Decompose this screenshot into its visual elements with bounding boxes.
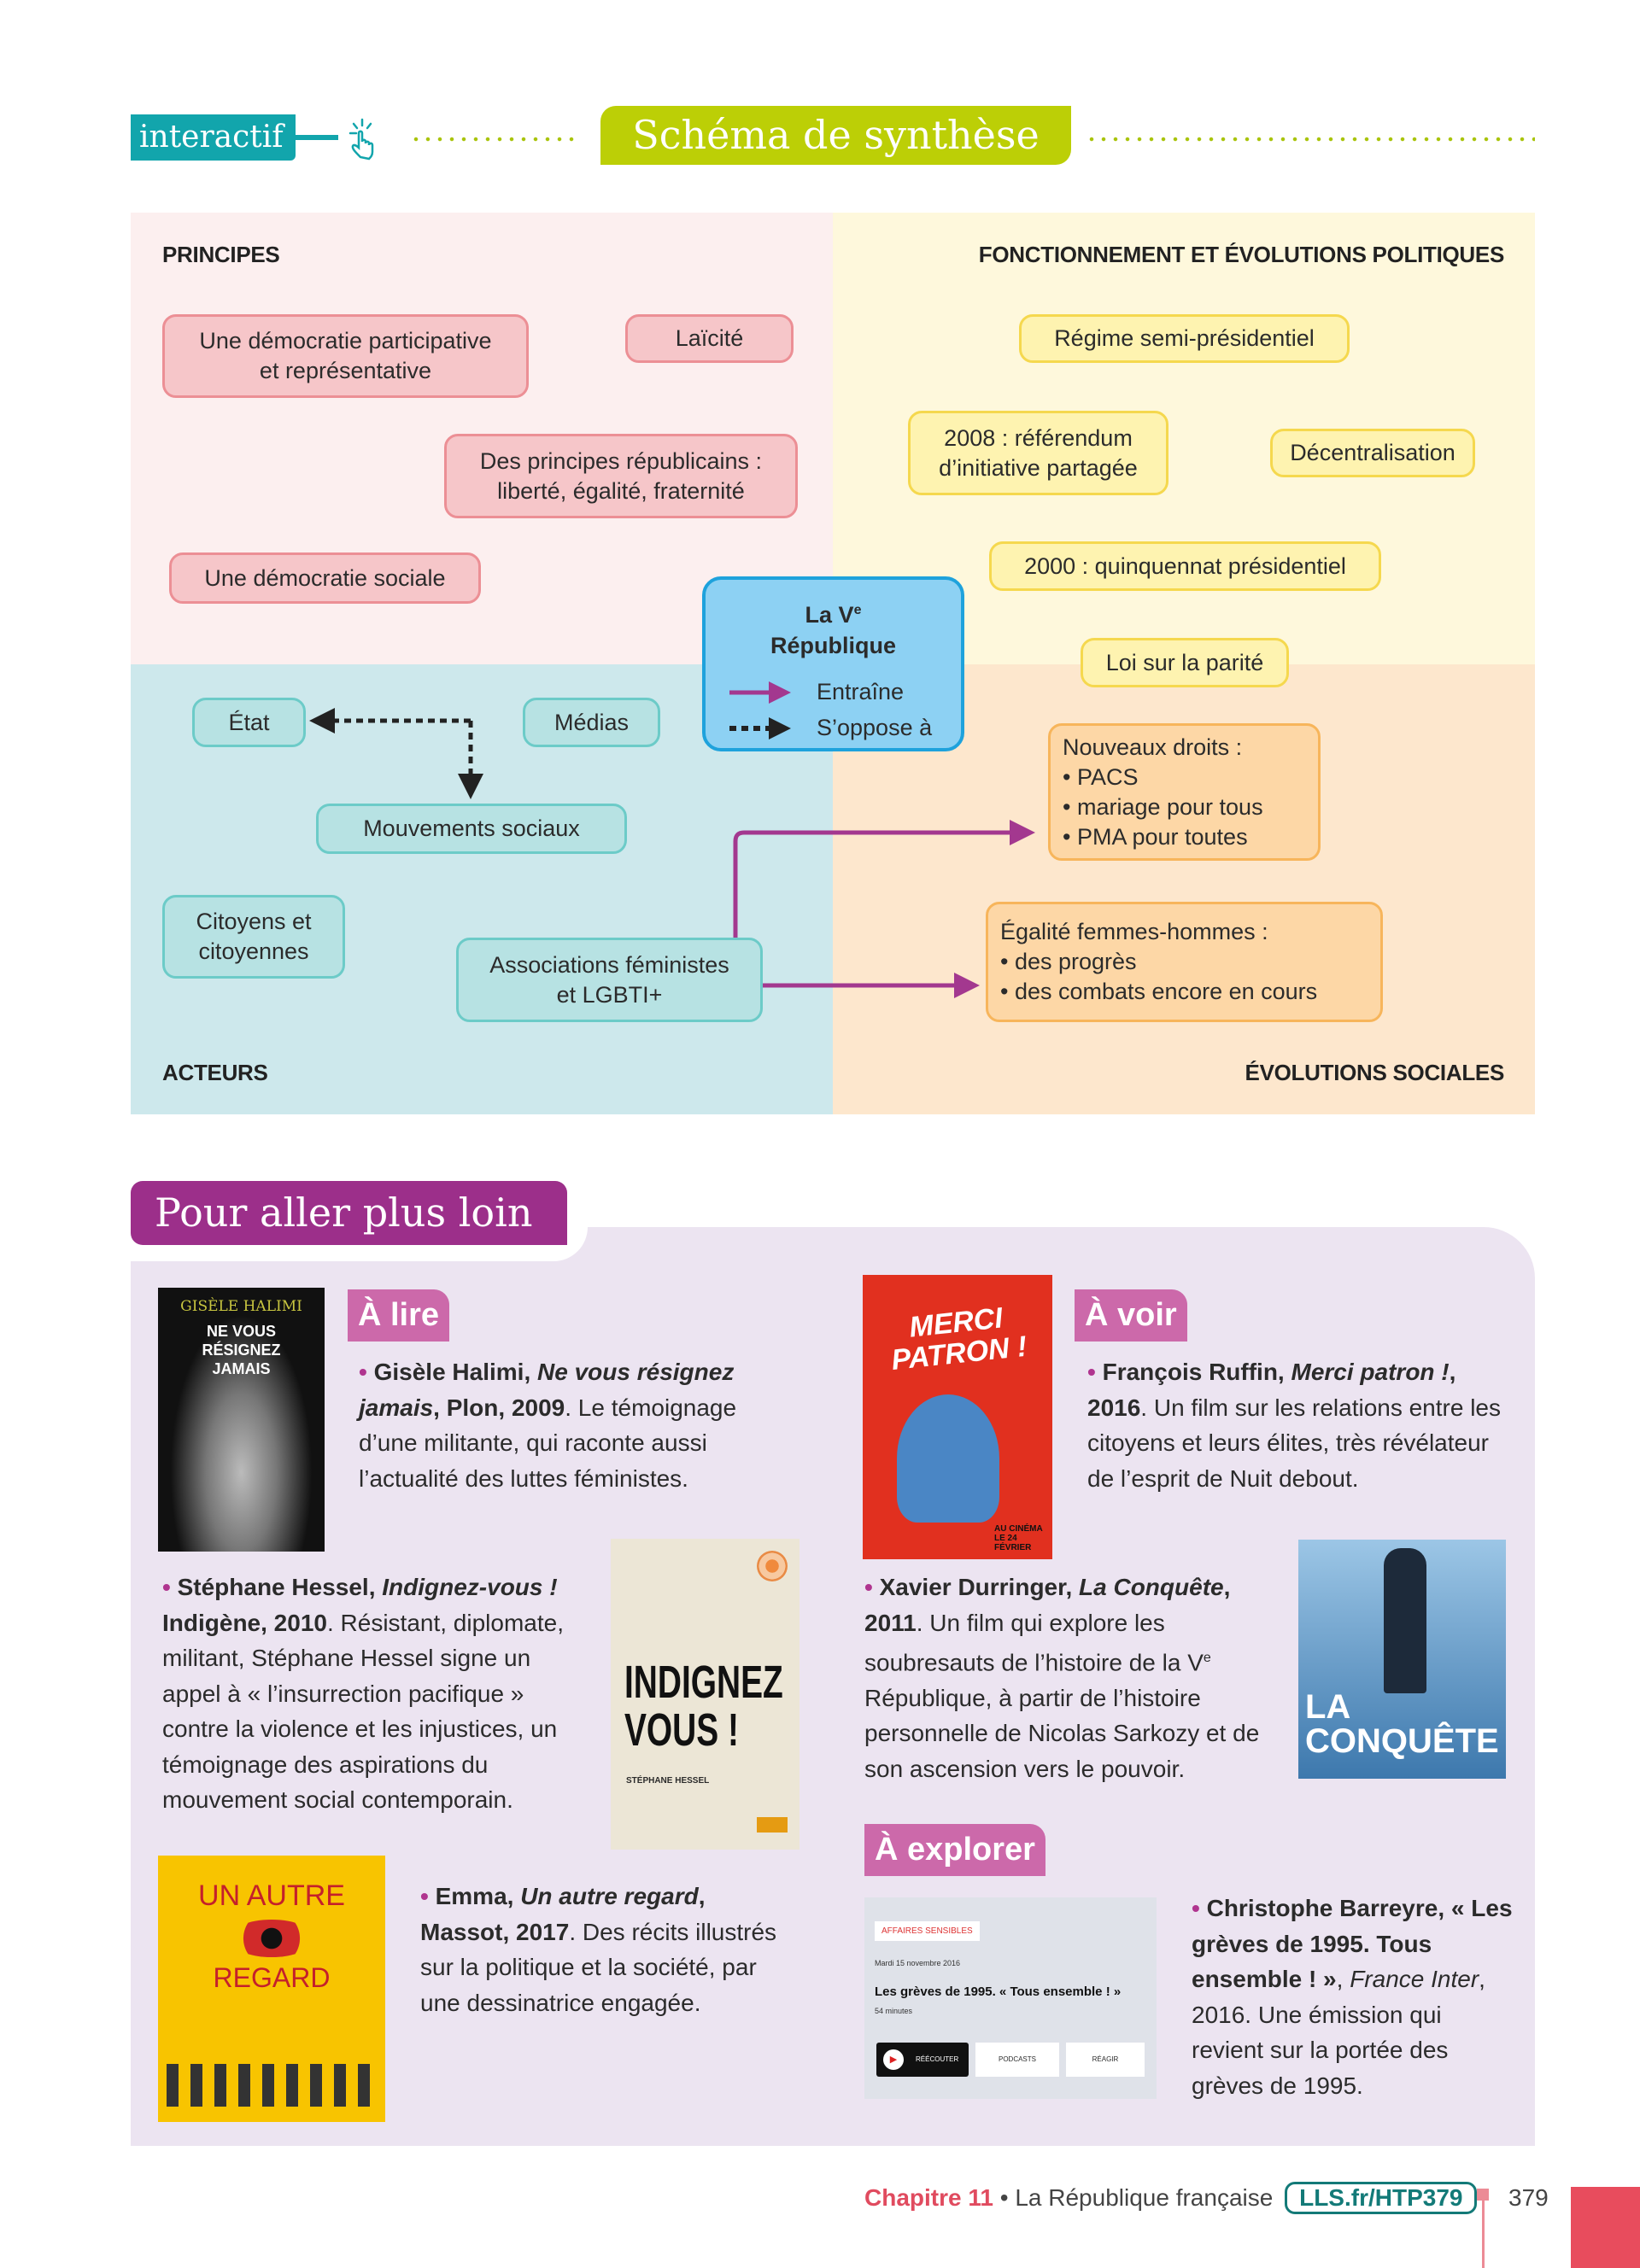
node-decentralisation[interactable]: Décentralisation [1270,429,1475,477]
eye-icon [229,1920,314,1957]
legend-entraine: Entraîne [729,679,904,705]
dotted-arrow-icon [729,716,791,739]
node-nouveaux-droits[interactable]: Nouveaux droits : • PACS • mariage pour … [1048,723,1321,861]
node-mouvements-sociaux[interactable]: Mouvements sociaux [316,804,627,854]
item-hessel: • Stéphane Hessel, Indignez-vous ! Indig… [162,1574,564,1813]
chapter-label: Chapitre 11 [864,2184,993,2211]
book-cover-hessel[interactable]: INDIGNEZ VOUS ! STÉPHANE HESSEL [611,1539,800,1850]
node-egalite[interactable]: Égalité femmes-hommes : • des progrès • … [986,902,1383,1022]
node-associations[interactable]: Associations féministes et LGBTI+ [456,938,763,1022]
interactif-badge[interactable]: interactif [131,114,296,161]
item-barreyre: • Christophe Barreyre, « Les grèves de 1… [1192,1895,1513,2099]
node-parite[interactable]: Loi sur la parité [1081,638,1289,687]
cover-figures [167,2064,377,2107]
tag-a-voir: À voir [1075,1289,1187,1342]
dotted-rule [410,137,579,142]
poster-figure [1384,1548,1426,1693]
badge-connector [296,135,338,140]
podcasts-button[interactable]: PODCASTS [975,2043,1059,2077]
book-cover-emma[interactable]: UN AUTRE REGARD [158,1856,385,2122]
cartoon-figure [897,1394,999,1523]
chapter-subject: La République française [1015,2184,1280,2211]
solid-arrow-icon [729,681,791,704]
lls-link[interactable]: LLS.fr/HTP379 [1285,2182,1478,2214]
footer-line [1482,2201,1485,2268]
reecouter-button[interactable]: ▶RÉÉCOUTER [876,2043,969,2077]
item-emma: • Emma, Un autre regard, Massot, 2017. D… [420,1883,777,2016]
label-acteurs: ACTEURS [162,1060,268,1085]
node-regime[interactable]: Régime semi-présidentiel [1019,314,1350,363]
node-referendum[interactable]: 2008 : référendum d’initiative partagée [908,411,1168,495]
tag-a-explorer: À explorer [864,1824,1046,1876]
poster-merci-patron[interactable]: MERCI PATRON ! AU CINÉMA LE 24 FÉVRIER [863,1275,1052,1559]
page-number: 379 [1508,2184,1549,2211]
label-principes: PRINCIPES [162,242,280,267]
footer-marker [1477,2189,1489,2201]
label-evolutions: ÉVOLUTIONS SOCIALES [1245,1060,1505,1085]
dotted-rule [1086,137,1535,142]
item-ruffin: • François Ruffin, Merci patron !, 2016.… [1087,1359,1502,1492]
item-durringer: • Xavier Durringer, La Conquête, 2011. U… [864,1574,1260,1782]
poster-la-conquete[interactable]: LA CONQUÊTE [1298,1540,1506,1779]
further-title: Pour aller plus loin [131,1181,567,1245]
node-citoyens[interactable]: Citoyens et citoyennes [162,895,345,979]
page-tab [1571,2187,1640,2268]
tag-a-lire: À lire [348,1289,450,1342]
node-principes-republicains[interactable]: Des principes républicains : liberté, ég… [444,434,798,518]
legend-oppose: S’oppose à [729,715,932,741]
diagram-arrows [309,708,1035,998]
reagir-button[interactable]: RÉAGIR [1066,2043,1145,2077]
item-halimi: • Gisèle Halimi, Ne vous résignez jamais… [359,1359,737,1492]
node-etat[interactable]: État [192,698,306,747]
label-fonctionnement: FONCTIONNEMENT ET ÉVOLUTIONS POLITIQUES [978,242,1505,267]
node-democratie-participative[interactable]: Une démocratie participative et représen… [162,314,529,398]
cover-seal-icon [757,1551,788,1581]
publisher-logo-icon [757,1817,788,1833]
footer: Chapitre 11 • La République française LL… [864,2181,1478,2215]
node-medias[interactable]: Médias [523,698,660,747]
node-laicite[interactable]: Laïcité [625,314,794,363]
entraine-arrow-droits [733,820,1035,938]
section-title: Schéma de synthèse [600,106,1071,165]
node-quinquennat[interactable]: 2000 : quinquennat présidentiel [989,541,1381,591]
screenshot-france-inter[interactable]: AFFAIRES SENSIBLES Mardi 15 novembre 201… [864,1897,1157,2099]
book-cover-halimi[interactable]: GISÈLE HALIMI NE VOUS RÉSIGNEZ JAMAIS [158,1288,325,1552]
pointing-hand-icon [348,118,374,161]
node-democratie-sociale[interactable]: Une démocratie sociale [169,552,481,604]
